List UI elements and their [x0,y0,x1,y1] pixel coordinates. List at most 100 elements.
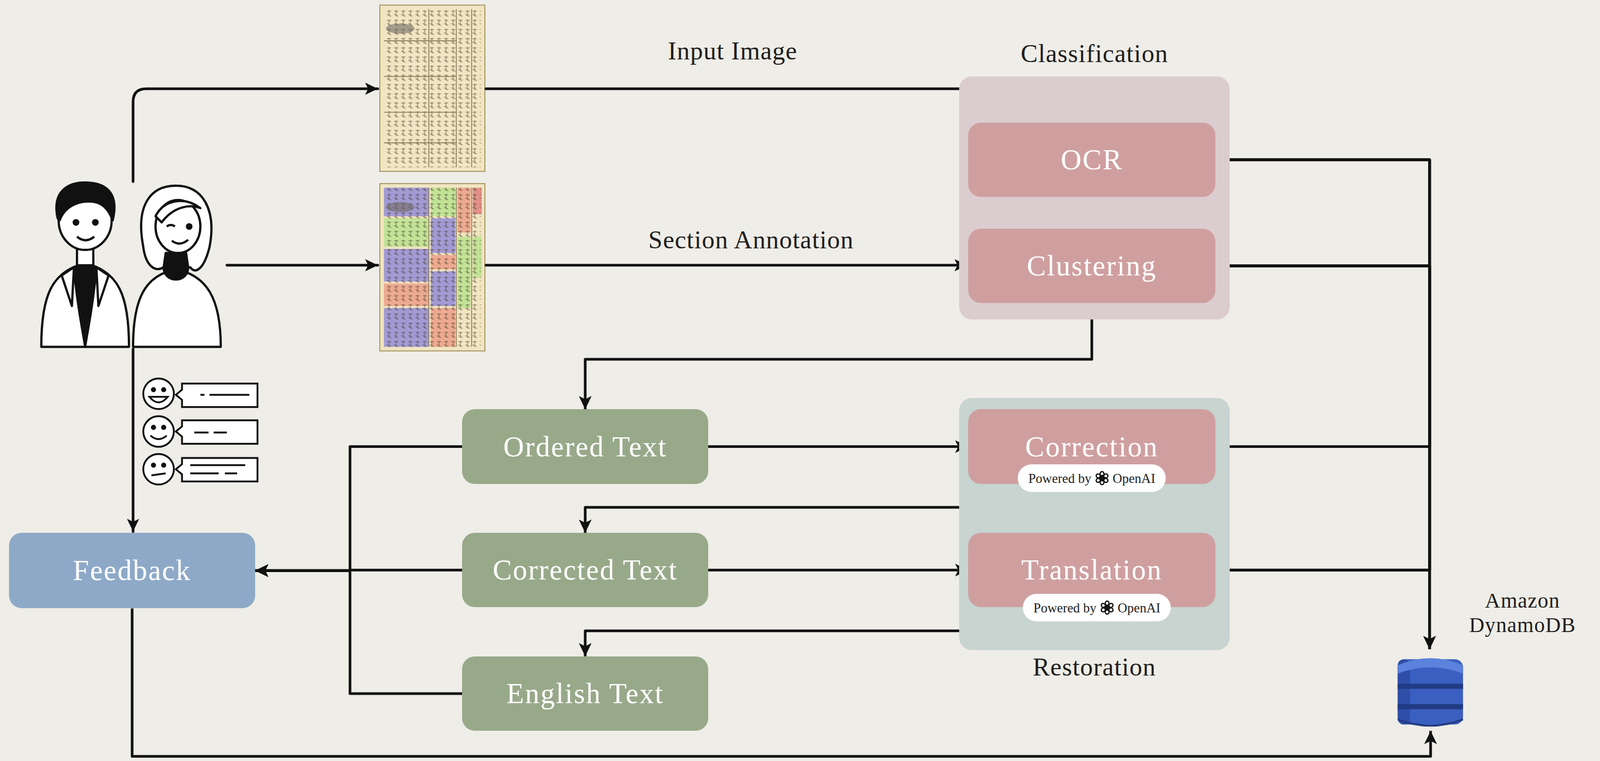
data-box: Ordered Text [462,409,709,484]
users-illustration [56,182,115,221]
box-label: Translation [1021,555,1163,585]
feedback-emojis [189,465,246,474]
box-label: Correction [1025,432,1159,462]
feedback-emojis [151,473,166,476]
input-wires [485,263,968,267]
feedback-emojis [176,457,258,482]
users-illustration [41,182,221,347]
process-box: Clustering [968,228,1215,303]
box-label: Feedback [73,555,192,585]
badge-label: Powered by [1033,601,1097,615]
feedback-emojis [143,453,175,485]
flow-label: Input Image [667,37,798,66]
box-label: Ordered Text [503,432,668,462]
users-illustration [171,239,189,244]
feedback-emojis [143,378,175,410]
users-illustration [73,267,97,347]
connector-arrow [1215,265,1430,570]
manuscript-image [384,9,482,168]
provider-logo [1095,471,1109,485]
connector-arrow [708,445,969,448]
provider-badge: Powered by OpenAI [1022,593,1171,622]
box-label: OCR [1061,145,1124,175]
feedback-box: Feedback [9,532,256,608]
users-illustration [92,220,98,225]
process-box: OCR [968,122,1215,197]
feedback-emojis [150,435,168,440]
data-box: Corrected Text [462,532,709,607]
process-box: CorrectionPowered by OpenAI [968,409,1215,484]
group-heading: Classification [959,39,1230,68]
connector-arrow [132,607,1431,756]
users-illustration [155,201,201,223]
group-band: ClassificationOCRClustering [959,76,1230,320]
data-box: English Text [462,656,709,731]
feedback-emojis [161,463,165,467]
connector-arrow [1215,265,1430,649]
provider-badge: Powered by OpenAI [1017,464,1166,492]
feedback-emojis [161,425,165,429]
badge-label: OpenAI [1117,601,1161,615]
annotated-manuscript-image [384,187,483,347]
database-icon: Amazon DynamoDB [1393,648,1467,731]
feedback-emojis [149,396,169,403]
manuscript-image [386,23,415,34]
database-icon [1393,648,1467,731]
users-illustration [166,224,175,227]
badge-label: OpenAI [1112,471,1156,485]
feedback-emojis [161,387,165,391]
users-illustration [61,267,109,307]
connector-arrow [1215,265,1430,447]
feedback-emojis [143,378,258,485]
feedback-emojis [176,420,258,444]
group-band: RestorationCorrectionPowered byOpenAITra… [959,397,1230,650]
annotated-manuscript-image [379,183,485,351]
feedback-emojis [176,383,258,407]
feedback-emojis [200,393,250,396]
box-label: Corrected Text [492,555,678,585]
connector-arrow [255,570,463,694]
manuscript-image [384,9,472,168]
provider-logo [1094,470,1110,486]
feedback-emojis [151,425,155,429]
connector-arrow [1215,159,1430,570]
manuscript-image [379,5,485,172]
connector-arrow [1215,159,1430,649]
input-wires [133,88,1092,532]
annotated-manuscript-image [386,202,415,213]
users-illustration [73,220,78,225]
process-box: TranslationPowered byOpenAI [968,532,1215,607]
flow-label: Section Annotation [648,225,854,255]
feedback-emojis [143,415,175,447]
input-wires [131,348,135,532]
provider-logo [1099,600,1115,615]
connector-arrow [1215,159,1430,447]
database-label: Amazon DynamoDB [1458,588,1587,638]
connector-arrow [708,568,969,572]
provider-logo [1100,601,1114,615]
users-illustration [41,263,129,347]
manuscript-image [379,5,485,172]
users-illustration [186,224,191,229]
connector-arrow [255,446,463,571]
users-illustration [76,236,95,241]
feedback-emojis [151,387,155,391]
input-wires [133,88,378,182]
annotated-manuscript-image [428,187,472,347]
box-label: Clustering [1027,251,1158,281]
feedback-emojis [194,431,228,433]
users-illustration [155,200,201,254]
feedback-emojis [151,463,155,467]
users-illustration [163,253,189,280]
users-illustration [133,268,221,347]
annotated-manuscript-image [384,187,482,347]
badge-label: Powered by [1028,471,1092,485]
input-wires [227,263,378,267]
annotated-manuscript-image [379,183,485,351]
box-label: English Text [506,679,665,708]
group-heading: Restoration [959,653,1230,682]
database-icon [1397,658,1464,727]
